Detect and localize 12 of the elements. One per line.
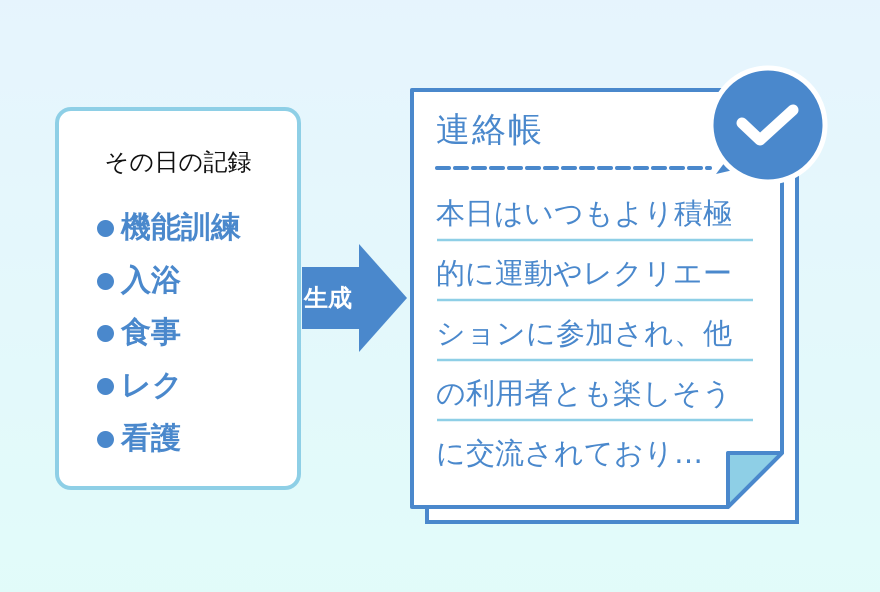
list-item: 看護 (121, 420, 181, 458)
arrow (302, 244, 407, 352)
notebook-page (410, 88, 784, 509)
note-text: 本日はいつもより積極的に運動やレクリエーションに参加され、他の利用者とも楽しそうに交流されており… (436, 195, 733, 472)
list-item: 機能訓練 (121, 209, 241, 247)
notebook-title: 連絡帳 (436, 109, 544, 152)
list-item: 食事 (121, 314, 181, 352)
list-item: レク (121, 367, 183, 406)
edge-label: 生成 (304, 283, 352, 314)
record-card (55, 107, 301, 490)
list-item: 入浴 (121, 262, 181, 300)
card-heading: その日の記録 (104, 147, 252, 177)
